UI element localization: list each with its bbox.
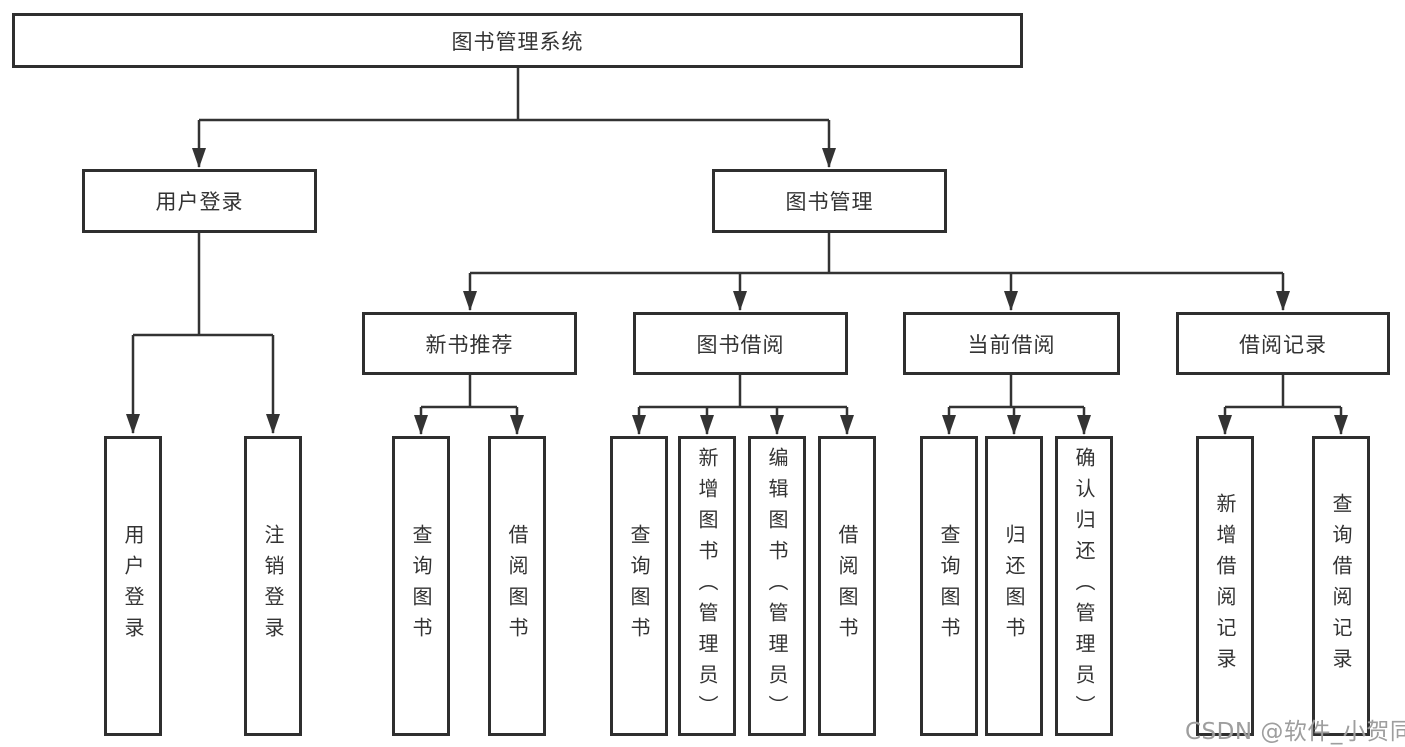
node-new-book-recommend-label: 新书推荐 xyxy=(425,332,514,357)
connector-current-borrowing-to-leaves xyxy=(942,375,1091,435)
leaf-nbr-query-books: 查询图书 xyxy=(392,436,450,736)
leaf-bb-borrow-books: 借阅图书 xyxy=(818,436,876,736)
leaf-cb-confirm-return-label: 确认归还（管理员） xyxy=(1072,446,1096,726)
leaf-bb-query-books-label: 查询图书 xyxy=(627,524,651,648)
leaf-nbr-borrow-books-label: 借阅图书 xyxy=(505,524,529,648)
leaf-bb-edit-books-label: 编辑图书（管理员） xyxy=(765,446,789,726)
connector-root-to-level2 xyxy=(192,68,836,168)
watermark: CSDN @软件_小贺同学 xyxy=(1185,719,1405,745)
connector-book-management-to-level3 xyxy=(463,233,1290,311)
leaf-br-add-record-label: 新增借阅记录 xyxy=(1213,493,1237,679)
leaf-cb-query-books-label: 查询图书 xyxy=(937,524,961,648)
node-current-borrowing: 当前借阅 xyxy=(903,312,1120,375)
node-user-login: 用户登录 xyxy=(82,169,317,233)
leaf-br-add-record: 新增借阅记录 xyxy=(1196,436,1254,736)
leaf-bb-borrow-books-label: 借阅图书 xyxy=(835,524,859,648)
leaf-user-login: 用户登录 xyxy=(104,436,162,736)
leaf-bb-query-books: 查询图书 xyxy=(610,436,668,736)
leaf-bb-add-books-label: 新增图书（管理员） xyxy=(695,446,719,726)
leaf-cb-return-books: 归还图书 xyxy=(985,436,1043,736)
leaf-br-query-record-label: 查询借阅记录 xyxy=(1329,493,1353,679)
connector-book-borrowing-to-leaves xyxy=(632,375,854,435)
node-book-management: 图书管理 xyxy=(712,169,947,233)
node-borrow-records-label: 借阅记录 xyxy=(1239,332,1327,357)
leaf-cb-query-books: 查询图书 xyxy=(920,436,978,736)
node-borrow-records: 借阅记录 xyxy=(1176,312,1390,375)
node-root: 图书管理系统 xyxy=(12,13,1023,68)
node-new-book-recommend: 新书推荐 xyxy=(362,312,577,375)
leaf-nbr-query-books-label: 查询图书 xyxy=(409,524,433,648)
leaf-nbr-borrow-books: 借阅图书 xyxy=(488,436,546,736)
node-current-borrowing-label: 当前借阅 xyxy=(967,332,1056,357)
connector-new-book-recommend-to-leaves xyxy=(414,375,524,435)
leaf-user-login-label: 用户登录 xyxy=(121,524,145,648)
node-user-login-label: 用户登录 xyxy=(155,190,244,214)
leaf-cb-confirm-return: 确认归还（管理员） xyxy=(1055,436,1113,736)
leaf-br-query-record: 查询借阅记录 xyxy=(1312,436,1370,736)
connector-borrow-records-to-leaves xyxy=(1218,375,1348,435)
leaf-bb-edit-books: 编辑图书（管理员） xyxy=(748,436,806,736)
leaf-logout-label: 注销登录 xyxy=(261,524,285,648)
leaf-logout: 注销登录 xyxy=(244,436,302,736)
leaf-bb-add-books: 新增图书（管理员） xyxy=(678,436,736,736)
node-book-borrowing-label: 图书借阅 xyxy=(696,332,785,357)
node-book-management-label: 图书管理 xyxy=(785,190,874,214)
connector-user-login-to-leaves xyxy=(126,233,280,434)
leaf-cb-return-books-label: 归还图书 xyxy=(1002,524,1026,648)
node-root-label: 图书管理系统 xyxy=(451,29,584,54)
node-book-borrowing: 图书借阅 xyxy=(633,312,848,375)
